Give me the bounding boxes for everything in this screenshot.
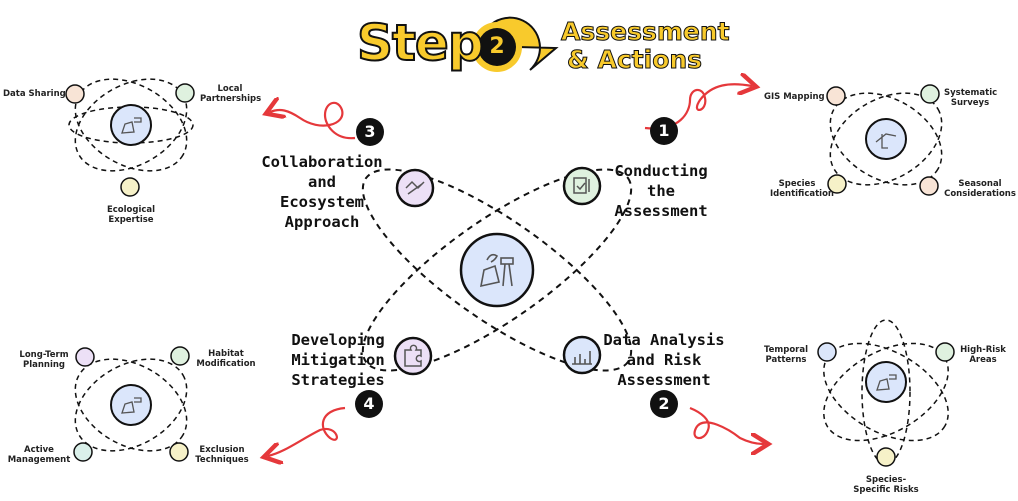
habitat-icon <box>170 346 190 366</box>
cluster-bottom-left-atom <box>73 346 190 462</box>
label-gis-mapping: GIS Mapping <box>764 92 825 102</box>
arrow-step2 <box>689 406 764 444</box>
header-badge <box>472 16 559 72</box>
header-subtitle-line2: & Actions <box>566 45 703 74</box>
step1-badge: 1 <box>650 117 678 145</box>
step4-badge: 4 <box>355 390 383 418</box>
step3-badge: 3 <box>356 118 384 146</box>
node-step4-icon <box>393 336 433 376</box>
step2-badge: 2 <box>650 390 678 418</box>
central-atom <box>361 166 633 376</box>
bug-icon <box>876 447 896 467</box>
planning-icon <box>75 347 95 367</box>
clipboard-icon <box>920 84 940 104</box>
header-step-word: Step <box>356 13 485 73</box>
central-icon-circle <box>459 232 535 308</box>
cluster-top-left-atom <box>65 78 195 197</box>
shield-icon <box>169 442 189 462</box>
magnifier-icon <box>827 174 847 194</box>
node-step3-icon <box>395 168 435 208</box>
cluster-bottom-right-atom <box>817 319 955 467</box>
header-subtitle-line1: Assessment <box>561 17 731 46</box>
bar-chart-icon <box>572 351 592 365</box>
calendar-icon <box>919 176 939 196</box>
puzzle-icon <box>404 344 422 367</box>
arrow-step4 <box>268 406 346 456</box>
arrow-step1 <box>644 84 752 130</box>
clock-icon <box>817 342 837 362</box>
management-icon <box>73 442 93 462</box>
map-icon <box>826 86 846 106</box>
arrow-step3 <box>270 103 356 140</box>
handshake-icon <box>405 180 425 195</box>
header-step-number: 2 <box>489 34 505 59</box>
cluster-top-right-atom <box>826 84 943 196</box>
leaf-icon <box>120 177 140 197</box>
share-icon <box>65 84 85 104</box>
label-data-sharing: Data Sharing <box>3 89 66 99</box>
clipboard-check-icon <box>573 177 590 194</box>
connector-arrows <box>268 84 764 456</box>
wildlife-survey-icon <box>479 253 514 288</box>
label-species-specific-risks: Species-Specific Risks <box>853 475 919 495</box>
warning-icon <box>935 342 955 362</box>
node-step2-icon <box>562 335 602 375</box>
partnership-icon <box>175 83 195 103</box>
